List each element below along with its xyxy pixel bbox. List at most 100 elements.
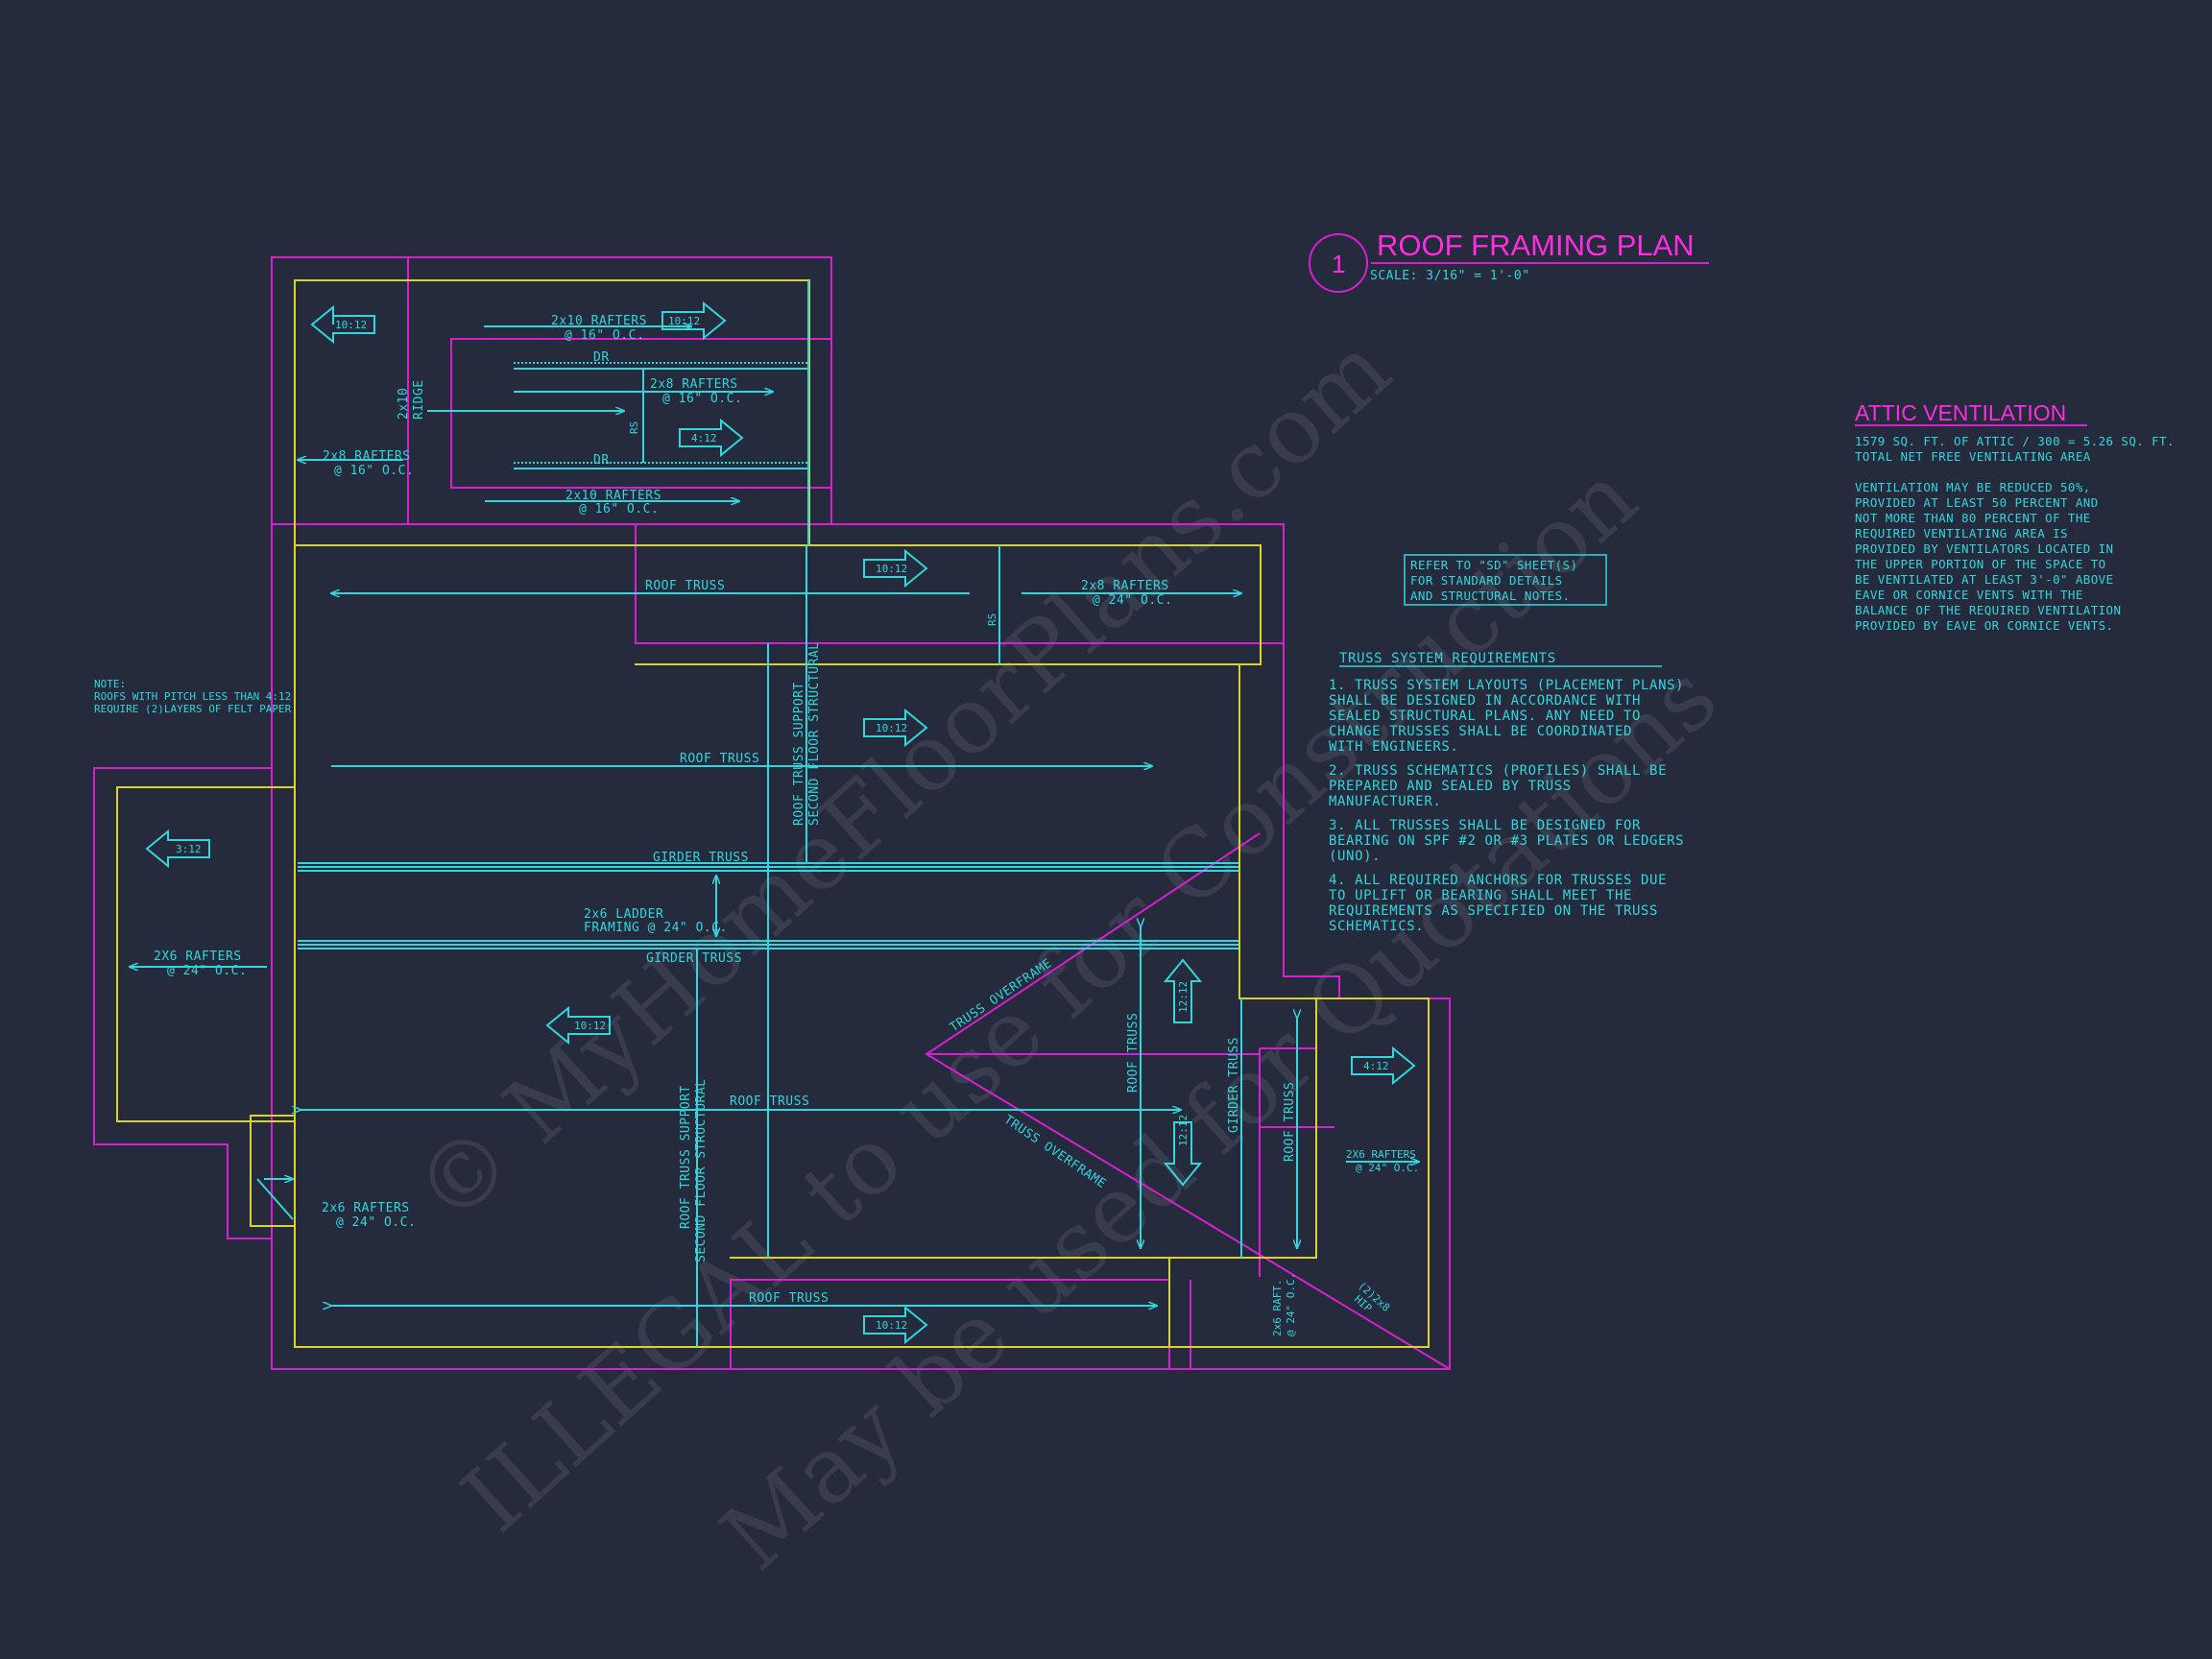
attic-lines-line: REQUIRED VENTILATING AREA IS [1855, 526, 2068, 541]
attic-lines-line: THE UPPER PORTION OF THE SPACE TO [1855, 557, 2106, 571]
label-truss-support-1: ROOF TRUSS SUPPORT [792, 682, 806, 826]
label-2x8-rafters-upper: 2x8 RAFTERS [650, 377, 738, 392]
svg-text:10:12: 10:12 [335, 319, 367, 331]
attic-lines-line: BE VENTILATED AT LEAST 3'-0" ABOVE [1855, 572, 2113, 587]
wall-lines-yellow [116, 279, 1430, 1348]
label-second-floor-2: SECOND FLOOR STRUCTURAL [694, 1078, 709, 1262]
detail-number-bubble [1309, 233, 1368, 293]
label-2x6-rafters-lower-oc: @ 24" O.C. [336, 1215, 416, 1230]
label-2x10-rafters-top: 2x10 RAFTERS [551, 314, 647, 328]
label-2x6-rafters-right-oc: @ 24" O.C. [1356, 1162, 1419, 1174]
label-2x6-rafters-lower: 2x6 RAFTERS [322, 1201, 410, 1215]
pitch-arrow-4-right: 4:12 [1351, 1046, 1416, 1086]
truss-lines-line: SCHEMATICS. [1329, 919, 1424, 934]
label-ridge: RIDGE [412, 379, 426, 420]
label-roof-truss-vertical-2: ROOF TRUSS [1283, 1082, 1297, 1162]
svg-text:12:12: 12:12 [1177, 1115, 1190, 1146]
label-2x8-rafters-24: 2x8 RAFTERS [1081, 579, 1169, 593]
svg-text:10:12: 10:12 [876, 722, 907, 734]
pitch-note: NOTE: ROOFS WITH PITCH LESS THAN 4:12 RE… [94, 678, 292, 715]
attic-lines-line: EAVE OR CORNICE VENTS WITH THE [1855, 588, 2083, 602]
attic-lines-line: PROVIDED BY EAVE OR CORNICE VENTS. [1855, 618, 2113, 633]
framing-lines-cyan [130, 280, 1419, 1347]
label-roof-truss-2: ROOF TRUSS [680, 752, 759, 766]
note-line-1: ROOFS WITH PITCH LESS THAN 4:12 [94, 690, 291, 703]
truss-lines-line: PREPARED AND SEALED BY TRUSS [1329, 779, 1572, 794]
pitch-arrow-4-top: 4:12 [679, 418, 744, 458]
refer-line-2: FOR STANDARD DETAILS [1410, 573, 1563, 588]
label-dr-bottom: DR [593, 453, 610, 468]
truss-lines-line: 1. TRUSS SYSTEM LAYOUTS (PLACEMENT PLANS… [1329, 678, 1684, 693]
svg-text:3:12: 3:12 [176, 843, 202, 855]
title-block: 1 ROOF FRAMING PLAN SCALE: 3/16" = 1'-0" [1309, 228, 1709, 293]
drawing-scale: SCALE: 3/16" = 1'-0" [1370, 269, 1530, 283]
truss-lines-line: TO UPLIFT OR BEARING SHALL MEET THE [1329, 888, 1632, 903]
label-girder-truss-1: GIRDER TRUSS [653, 851, 749, 865]
attic-lines-line: VENTILATION MAY BE REDUCED 50%, [1855, 480, 2091, 494]
truss-lines-line: MANUFACTURER. [1329, 794, 1441, 809]
svg-text:4:12: 4:12 [691, 432, 717, 445]
attic-calc-line-2: TOTAL NET FREE VENTILATING AREA [1855, 449, 2091, 464]
svg-text:10:12: 10:12 [574, 1020, 606, 1032]
label-2x10-rafters-bottom: 2x10 RAFTERS [565, 489, 661, 503]
label-ladder-oc: FRAMING @ 24" O.C. [584, 921, 728, 935]
refer-note: REFER TO "SD" SHEET(S) FOR STANDARD DETA… [1404, 554, 1607, 606]
label-2x10-rafters-top-oc: @ 16" O.C. [565, 328, 644, 343]
label-ridge-size: 2x10 [397, 388, 411, 420]
label-roof-truss-4: ROOF TRUSS [749, 1291, 829, 1306]
label-2x6-rafters-left-oc: @ 24" O.C. [167, 964, 247, 978]
refer-line-3: AND STRUCTURAL NOTES. [1410, 589, 1570, 603]
svg-text:10:12: 10:12 [668, 315, 700, 327]
pitch-arrow-12-down: 12:12 [1163, 1115, 1203, 1187]
label-roof-truss-1: ROOF TRUSS [645, 579, 725, 593]
label-2x6-rafters-left: 2X6 RAFTERS [154, 950, 242, 964]
truss-requirements: TRUSS SYSTEM REQUIREMENTS 1. TRUSS SYSTE… [1329, 651, 1684, 934]
label-rs-main: RS [986, 613, 998, 626]
label-2x8-rafters-upper-oc: @ 16" O.C. [662, 392, 742, 406]
attic-lines-line: NOT MORE THAN 80 PERCENT OF THE [1855, 511, 2091, 525]
truss-lines-line: 2. TRUSS SCHEMATICS (PROFILES) SHALL BE [1329, 763, 1667, 779]
truss-lines-line: WITH ENGINEERS. [1329, 739, 1458, 755]
truss-lines-line: CHANGE TRUSSES SHALL BE COORDINATED [1329, 724, 1632, 739]
truss-lines-line: BEARING ON SPF #2 OR #3 PLATES OR LEDGER… [1329, 833, 1684, 849]
svg-text:10:12: 10:12 [876, 563, 907, 575]
label-2x10-rafters-bottom-oc: @ 16" O.C. [579, 502, 659, 517]
label-girder-truss-2: GIRDER TRUSS [646, 951, 742, 966]
pitch-arrow-10-bottom: 10:12 [863, 1305, 928, 1345]
attic-ventilation-heading: ATTIC VENTILATION [1855, 400, 2066, 425]
pitch-arrow-10-top-right: 10:12 [661, 301, 727, 341]
pitch-arrow-10-top-left: 10:12 [310, 304, 375, 345]
label-roof-truss-3: ROOF TRUSS [730, 1094, 809, 1109]
pitch-arrow-3-left: 3:12 [145, 829, 210, 869]
label-roof-truss-vertical-1: ROOF TRUSS [1126, 1013, 1141, 1093]
pitch-arrow-10-main-3: 10:12 [545, 1005, 611, 1046]
truss-lines-line: 4. ALL REQUIRED ANCHORS FOR TRUSSES DUE [1329, 873, 1667, 888]
truss-lines-line: SEALED STRUCTURAL PLANS. ANY NEED TO [1329, 709, 1641, 724]
attic-lines-line: PROVIDED BY VENTILATORS LOCATED IN [1855, 541, 2113, 556]
truss-lines-line: REQUIREMENTS AS SPECIFIED ON THE TRUSS [1329, 903, 1658, 919]
label-rs-top: RS [628, 421, 640, 434]
truss-requirements-list: 1. TRUSS SYSTEM LAYOUTS (PLACEMENT PLANS… [1329, 678, 1684, 934]
label-dr-top: DR [593, 350, 610, 365]
label-second-floor-1: SECOND FLOOR STRUCTURAL [807, 641, 822, 826]
pitch-arrow-10-main-2: 10:12 [863, 708, 928, 748]
label-truss-support-2: ROOF TRUSS SUPPORT [679, 1085, 693, 1229]
attic-lines-line: PROVIDED AT LEAST 50 PERCENT AND [1855, 495, 2099, 510]
page-title: ROOF FRAMING PLAN [1377, 228, 1695, 262]
attic-lines-line: BALANCE OF THE REQUIRED VENTILATION [1855, 603, 2121, 617]
attic-ventilation-body: VENTILATION MAY BE REDUCED 50%,PROVIDED … [1855, 480, 2121, 633]
label-overframe-lower: TRUSS OVERFRAME [1001, 1113, 1109, 1191]
svg-text:10:12: 10:12 [876, 1319, 907, 1332]
label-2x8-rafters-24-oc: @ 24" O.C. [1093, 593, 1172, 608]
pitch-arrow-10-main-1: 10:12 [863, 548, 928, 589]
label-ladder: 2x6 LADDER [584, 907, 663, 922]
refer-line-1: REFER TO "SD" SHEET(S) [1410, 558, 1577, 572]
label-2x8-rafters-left-oc: @ 16" O.C. [334, 464, 414, 478]
svg-text:4:12: 4:12 [1363, 1060, 1389, 1072]
truss-lines-line: 3. ALL TRUSSES SHALL BE DESIGNED FOR [1329, 818, 1641, 833]
attic-calc-line-1: 1579 SQ. FT. OF ATTIC / 300 = 5.26 SQ. F… [1855, 434, 2175, 448]
detail-number: 1 [1332, 250, 1345, 278]
label-girder-truss-vertical: GIRDER TRUSS [1227, 1037, 1241, 1133]
pitch-arrows: 10:12 10:12 4:12 10:12 10:12 3:12 10:12 [145, 301, 1416, 1345]
